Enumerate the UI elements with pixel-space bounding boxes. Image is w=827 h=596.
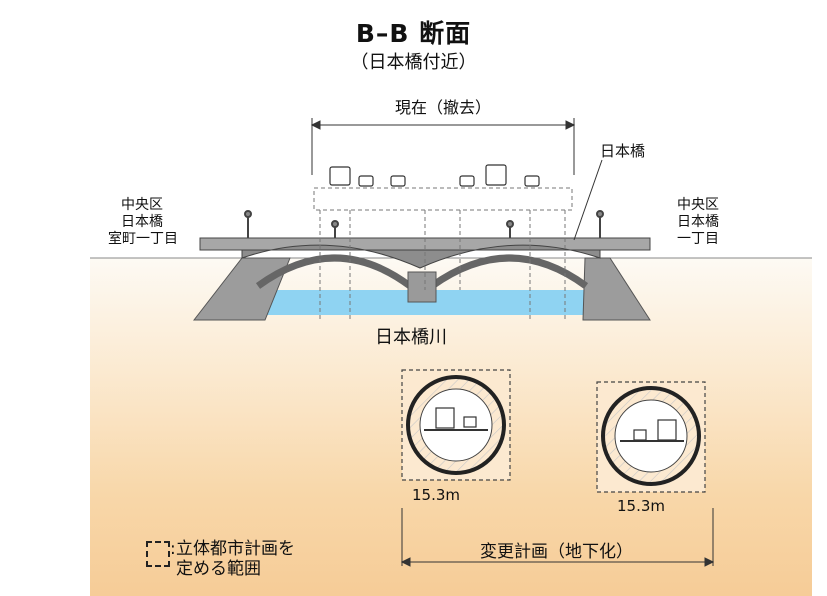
bridge-arches [241, 244, 601, 269]
tunnel-left [401, 369, 511, 481]
highway-vehicles [329, 164, 540, 187]
diagram-title: B–B 断面 [355, 19, 472, 48]
center-pier [407, 271, 437, 303]
plan-label: 変更計画（地下化） [480, 542, 633, 562]
tunnel-width-left: 15.3m [412, 486, 461, 504]
tunnel-width-right: 15.3m [617, 497, 666, 515]
arch-left-ring [255, 254, 413, 289]
river-label: 日本橋川 [375, 327, 447, 348]
right-abutment [582, 257, 651, 321]
elevated-highway [313, 187, 573, 320]
legend-text: 立体都市計画を 定める範囲 [176, 539, 295, 579]
lamp-posts [244, 210, 604, 238]
legend-colon: : [170, 539, 176, 559]
arch-right-ring [429, 254, 589, 289]
bridge-leader [573, 159, 603, 241]
diagram-subtitle: （日本橋付近） [350, 52, 477, 73]
right-area-label: 中央区 日本橋 一丁目 [677, 197, 719, 247]
left-abutment [192, 257, 291, 321]
plan-dimension [400, 508, 715, 567]
current-label: 現在（撤去） [394, 98, 491, 117]
tunnel-right [596, 381, 706, 493]
legend-dashed-box-icon [146, 541, 170, 567]
bridge-label: 日本橋 [600, 142, 646, 160]
current-dimension [310, 118, 576, 175]
left-area-label: 中央区 日本橋 室町一丁目 [108, 197, 178, 247]
